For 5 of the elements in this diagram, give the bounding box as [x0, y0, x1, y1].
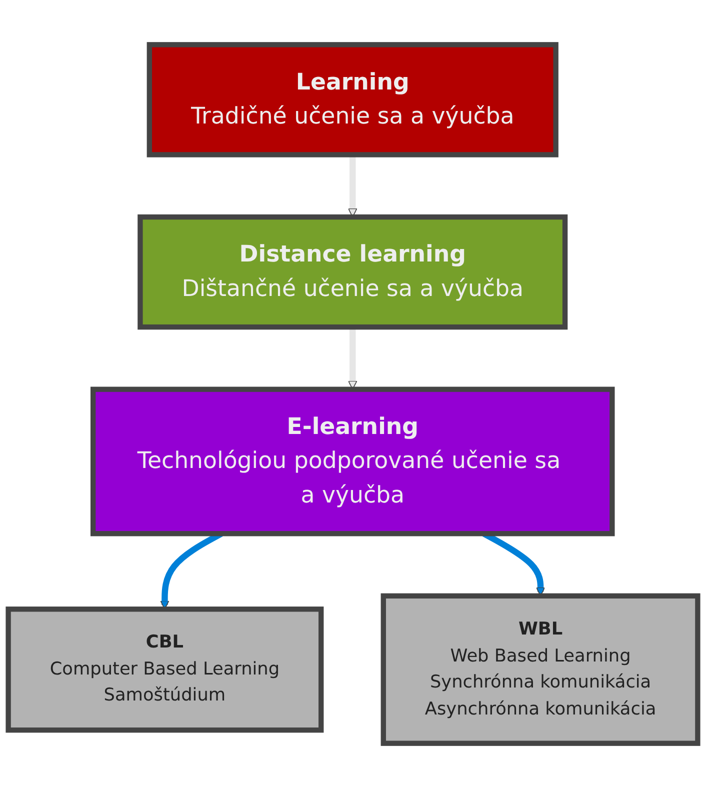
- node-box: E-learning Technológiou podporované učenie sa a výučba: [90, 386, 615, 536]
- node-box: CBL Computer Based Learning Samoštúdium: [6, 606, 324, 733]
- node-box: Distance learning Dištančné učenie sa a výučba: [138, 214, 568, 330]
- node-box: Learning Tradičné učenie sa a výučba: [146, 42, 558, 158]
- node-box: WBL Web Based Learning Synchrónna komunikácia Asynchrónna komunikácia: [380, 593, 700, 746]
